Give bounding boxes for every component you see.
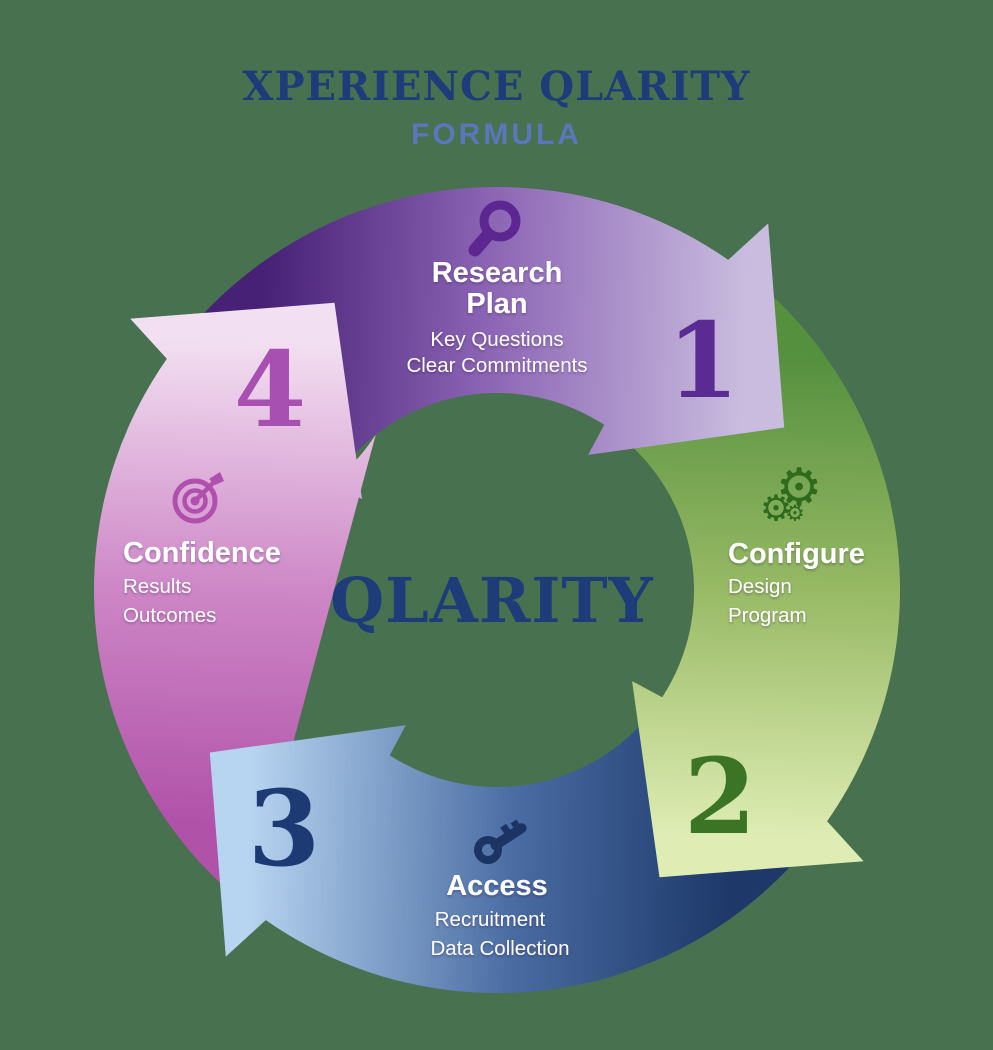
segment-2-detail-1: Design: [728, 575, 792, 598]
segment-3-labels: Access Recruitment Data Collection: [430, 870, 569, 960]
segment-4-detail-2: Outcomes: [123, 604, 216, 627]
key-icon: [474, 819, 527, 864]
page-subtitle: FORMULA: [411, 118, 582, 151]
page-title: XPERIENCE QLARITY: [242, 63, 751, 110]
segment-1-labels: Research Plan Key Questions Clear Commit…: [406, 257, 587, 377]
segment-4-labels: Confidence Results Outcomes: [123, 537, 281, 627]
svg-text:⚙: ⚙: [785, 502, 805, 527]
segment-4-detail-1: Results: [123, 575, 191, 598]
segment-2-detail-2: Program: [728, 604, 807, 627]
segment-1-detail-2: Clear Commitments: [406, 354, 587, 377]
segment-2-title: Configure: [728, 538, 865, 570]
segment-1-title-line2: Plan: [466, 288, 527, 320]
step-1-number: 1: [667, 299, 739, 422]
segment-3-detail-1: Recruitment: [435, 908, 546, 931]
segment-3-detail-2: Data Collection: [430, 937, 569, 960]
step-2-number: 2: [684, 735, 756, 858]
svg-text:⚙: ⚙: [776, 458, 823, 518]
segment-2-labels: Configure Design Program: [728, 538, 865, 627]
segment-1-title-line1: Research: [432, 257, 563, 289]
segment-4-title: Confidence: [123, 537, 281, 569]
center-label: QLARITY: [330, 564, 654, 637]
segment-4-arrowhead: [130, 302, 362, 499]
gears-icon: ⚙ ⚙ ⚙: [760, 458, 822, 530]
step-4-number: 4: [234, 328, 306, 451]
segment-1-detail-1: Key Questions: [430, 328, 563, 351]
step-3-number: 3: [248, 767, 320, 890]
segment-3-title: Access: [446, 870, 548, 902]
title-block: XPERIENCE QLARITY FORMULA: [0, 66, 993, 152]
target-icon: [172, 472, 224, 524]
svg-text:⚙: ⚙: [760, 489, 792, 530]
magnifier-icon: [468, 200, 521, 257]
